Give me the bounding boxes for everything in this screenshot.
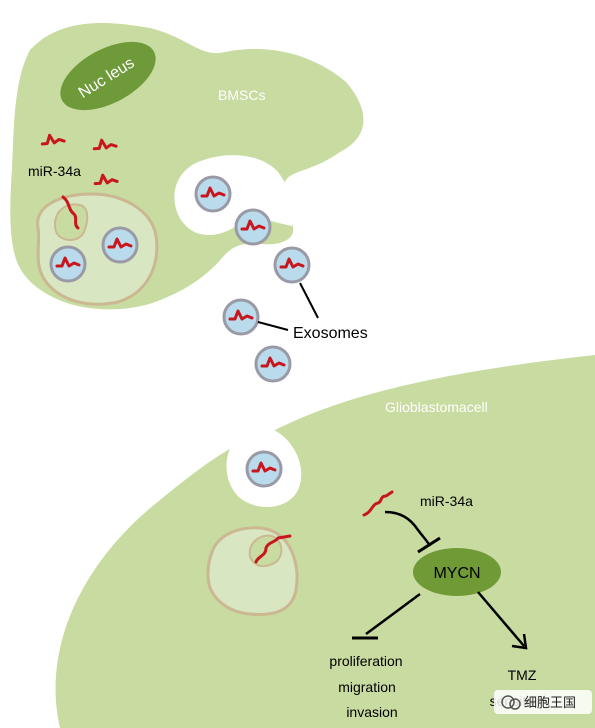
exosome — [254, 345, 292, 383]
exosomes-label: Exosomes — [293, 325, 368, 342]
inhibition-bar — [417, 536, 441, 554]
exosome — [245, 450, 283, 488]
bmscs-label: BMSCs — [218, 87, 265, 103]
arrow-head — [511, 633, 528, 650]
exosome — [49, 245, 87, 283]
watermark-text: 细胞王国 — [524, 695, 576, 710]
multivesicular-body — [36, 192, 159, 306]
nucleus: Nuc leus — [60, 41, 156, 111]
proliferation-label: proliferation — [329, 653, 402, 669]
mycn-to-tmz-arrow — [477, 591, 525, 647]
invasion-label: invasion — [346, 704, 397, 720]
mycn-promotes-proliferation-line — [365, 592, 421, 636]
mirna-strand — [362, 490, 394, 517]
migration-label: migration — [338, 679, 396, 695]
mir34a-inhibits-mycn — [384, 510, 432, 547]
exosome-leader-line — [299, 282, 319, 319]
exosome — [273, 246, 311, 284]
glioblastoma-label: Glioblastomacell — [385, 399, 488, 415]
exosome — [222, 298, 260, 336]
mycn-label: MYCN — [433, 565, 480, 582]
mycn-protein: MYCN — [413, 548, 501, 596]
watermark: 细胞王国 — [494, 690, 592, 714]
glioblastoma-cell — [55, 355, 595, 728]
exosome — [101, 226, 139, 264]
tmz-label: TMZ — [508, 667, 537, 683]
exosome-leader-line — [257, 321, 289, 331]
endosome — [206, 526, 299, 616]
mir34a-bottom-label: miR-34a — [420, 493, 473, 509]
mir34a-top-label: miR-34a — [28, 163, 81, 179]
exosome — [234, 208, 272, 246]
exosome — [194, 175, 232, 213]
